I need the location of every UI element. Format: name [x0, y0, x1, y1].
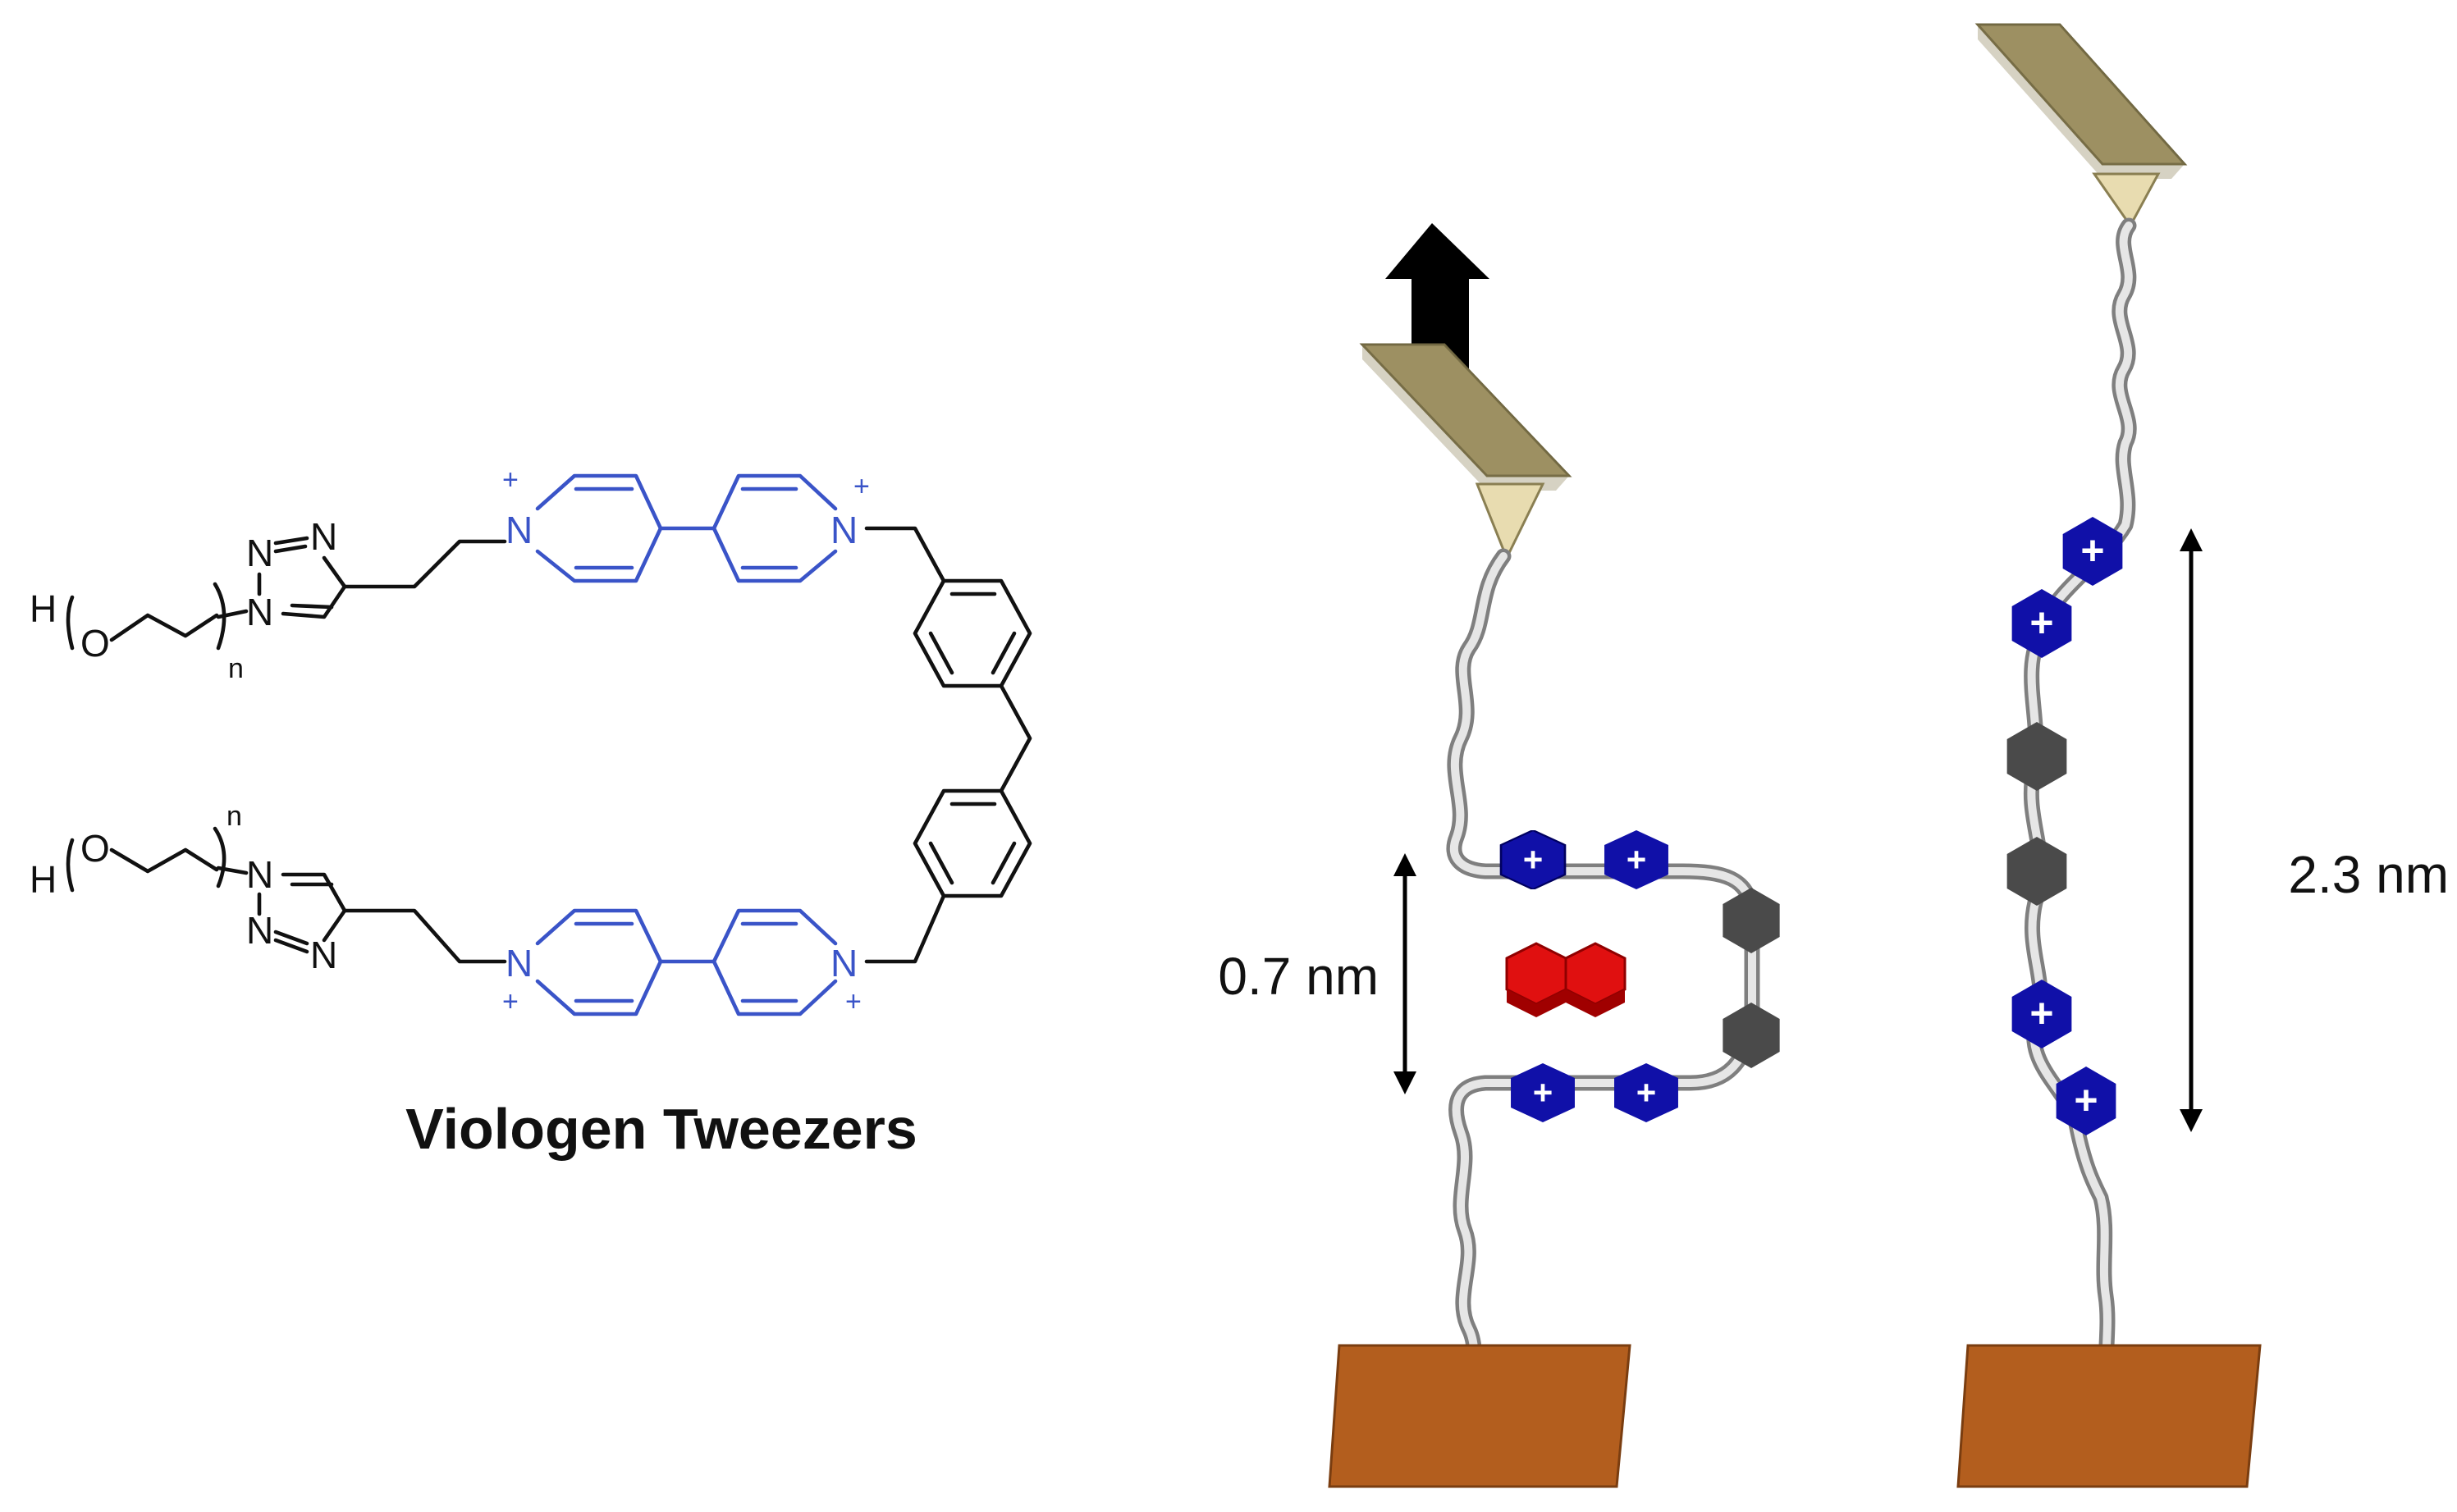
lower-hydrogen-label: H [30, 858, 57, 901]
plus-icon: + [1636, 1073, 1657, 1112]
closed-tweezer-schematic: + + + + 0.7 nm [1218, 223, 1780, 1488]
lower-viologen-charge-right: + [845, 986, 862, 1017]
lower-viologen: N + N + [502, 908, 862, 1017]
afm-cantilever [1974, 23, 2188, 166]
guest-molecule [1505, 942, 1627, 1017]
upper-pyridinium-right-b [711, 526, 838, 583]
upper-triazole-n2: N [246, 532, 273, 574]
upper-open-paren [66, 595, 75, 651]
upper-triazole-bond-c [281, 555, 347, 619]
lower-n1-bond [216, 866, 249, 875]
lower-pyridinium-left [535, 908, 663, 1016]
lower-viologen-n-left: N [506, 942, 533, 984]
lower-repeat-subscript: n [226, 801, 242, 832]
lower-close-paren [213, 826, 226, 888]
upper-viologen-n-left: N [506, 509, 533, 551]
lower-benzene-double-2 [991, 841, 1017, 885]
upper-triazole-double [290, 603, 334, 610]
phenyl-unit [1723, 888, 1780, 953]
upper-hydrogen-label: H [30, 587, 57, 630]
lower-oxygen-label: O [80, 827, 110, 870]
upper-ethyl-linker [342, 539, 507, 589]
plus-icon: + [2029, 600, 2053, 646]
lower-benzyl-bond [864, 893, 946, 964]
lower-triazole-n2: N [246, 909, 273, 952]
open-distance-indicator [2180, 528, 2203, 1132]
lower-open-paren [66, 838, 75, 893]
lower-triazole-bond-c [281, 872, 347, 943]
plus-icon: + [2029, 990, 2053, 1036]
upper-triazole-bond-b2 [273, 544, 308, 554]
closed-distance-label: 0.7 nm [1218, 947, 1379, 1006]
gold-substrate [1956, 1344, 2262, 1488]
plus-icon: + [1627, 840, 1647, 879]
open-viologen-units: + + + + [2011, 517, 2123, 1135]
plus-icon: + [1533, 1073, 1553, 1112]
lower-triazole-bond-b [273, 938, 309, 954]
closed-distance-indicator [1393, 853, 1416, 1094]
open-tweezer-schematic: + + + + 2.3 nm [1956, 23, 2449, 1488]
lower-benzene-ring [913, 788, 1032, 898]
upper-viologen-charge-right: + [853, 471, 870, 502]
plus-icon: + [1523, 840, 1544, 879]
plus-icon: + [2074, 1077, 2098, 1123]
open-distance-label: 2.3 nm [2288, 845, 2449, 904]
open-polymer-chain [2023, 217, 2137, 1436]
lower-benzene-double-3 [928, 841, 954, 885]
upper-triazole-bond-b [273, 536, 309, 546]
upper-viologen-n-right: N [830, 509, 858, 551]
lower-viologen-n-right: N [830, 942, 858, 984]
upper-pyridinium-left [535, 473, 663, 583]
lower-peg-arm: H O n N N N [30, 801, 507, 976]
upper-repeat-subscript: n [228, 653, 244, 684]
upper-benzene-double-3 [928, 631, 954, 675]
upper-viologen: + N N + [502, 464, 870, 583]
lower-pyridinium-right-a [711, 908, 838, 964]
chemical-structure: H O n N N N H O n N [30, 464, 1032, 1161]
up-arrow-icon [1385, 223, 1489, 390]
figure-title: Viologen Tweezers [405, 1097, 917, 1161]
afm-tip [1475, 482, 1545, 561]
lower-ethyl-linker [342, 908, 507, 964]
plus-icon: + [2080, 528, 2104, 573]
closed-viologen-units: + + + + [1501, 830, 1678, 1122]
afm-cantilever-shade [1362, 345, 1569, 491]
afm-tip [2092, 172, 2161, 228]
afm-cantilever-shade [1978, 25, 2185, 179]
upper-triazole-n1: N [246, 591, 273, 633]
phenyl-unit [2006, 837, 2067, 906]
upper-benzene-double-2 [991, 631, 1017, 675]
lower-viologen-charge-left: + [502, 986, 519, 1017]
upper-close-paren [213, 582, 226, 651]
upper-viologen-charge-left: + [502, 464, 519, 496]
diphenylmethane-linker [864, 526, 1032, 964]
upper-ethylene-bonds [109, 613, 219, 642]
upper-n1-bond [216, 609, 249, 619]
phenyl-unit [2006, 722, 2067, 791]
methylene-bridge [999, 683, 1032, 793]
lower-triazole-n1: N [246, 853, 273, 896]
upper-peg-arm: H O n N N N [30, 515, 507, 684]
gold-substrate [1328, 1344, 1631, 1488]
upper-benzyl-bond [864, 526, 946, 583]
upper-oxygen-label: O [80, 622, 110, 665]
upper-triazole-n3: N [310, 515, 337, 558]
lower-ethylene-bonds [109, 847, 219, 874]
lower-triazole-bond-b2 [273, 930, 309, 946]
lower-pyridinium-right-b [711, 959, 838, 1016]
afm-cantilever [1359, 343, 1572, 477]
upper-pyridinium-right-a [711, 473, 838, 531]
